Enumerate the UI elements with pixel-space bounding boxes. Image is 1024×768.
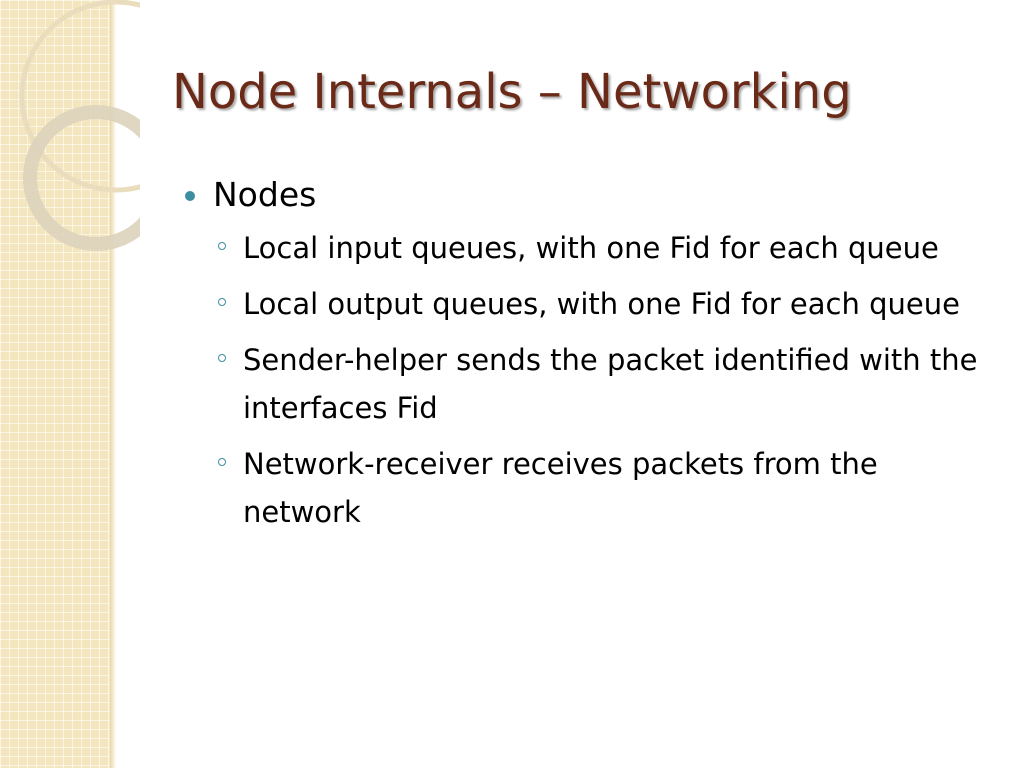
bullet-item-nodes: Nodes bbox=[182, 172, 1002, 218]
ring-bullet-icon bbox=[216, 440, 243, 488]
slide-title: Node Internals – Networking bbox=[172, 64, 852, 120]
slide-body: Nodes Local input queues, with one Fid f… bbox=[182, 172, 1002, 544]
sub-bullet-item: Network-receiver receives packets from t… bbox=[216, 440, 1002, 536]
sub-bullet-text: Local output queues, with one Fid for ea… bbox=[243, 287, 960, 321]
sub-bullet-list: Local input queues, with one Fid for eac… bbox=[182, 224, 1002, 536]
ring-bullet-icon bbox=[216, 224, 243, 272]
sub-bullet-text: Sender-helper sends the packet identifie… bbox=[243, 343, 978, 425]
ring-bullet-icon bbox=[216, 336, 243, 384]
filled-bullet-icon bbox=[182, 172, 213, 218]
ring-bullet-icon bbox=[216, 280, 243, 328]
sub-bullet-item: Sender-helper sends the packet identifie… bbox=[216, 336, 1002, 432]
sub-bullet-item: Local input queues, with one Fid for eac… bbox=[216, 224, 1002, 272]
sub-bullet-text: Local input queues, with one Fid for eac… bbox=[243, 231, 939, 265]
sub-bullet-text: Network-receiver receives packets from t… bbox=[243, 447, 878, 529]
side-band-edge bbox=[110, 0, 116, 768]
decorative-circles-icon bbox=[19, 0, 140, 251]
sub-bullet-item: Local output queues, with one Fid for ea… bbox=[216, 280, 1002, 328]
bullet-label: Nodes bbox=[213, 175, 317, 214]
